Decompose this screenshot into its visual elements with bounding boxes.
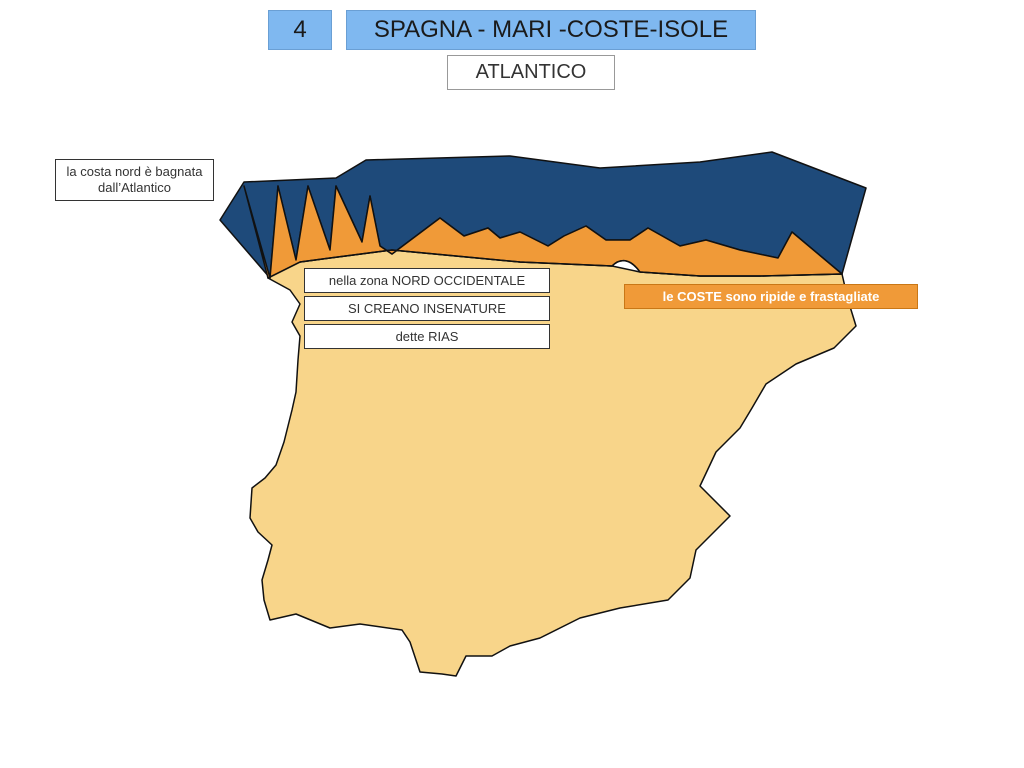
slide-title: SPAGNA - MARI -COSTE-ISOLE xyxy=(346,10,756,50)
inlets-label: SI CREANO INSENATURE xyxy=(304,296,550,321)
spain-land-shape xyxy=(249,249,857,677)
rias-outline xyxy=(267,249,843,279)
north-coast-note: la costa nord è bagnata dall’Atlantico xyxy=(55,159,214,201)
slide-number-badge: 4 xyxy=(268,10,332,50)
slide-subtitle: ATLANTICO xyxy=(447,55,615,90)
nw-zone-label: nella zona NORD OCCIDENTALE xyxy=(304,268,550,293)
steep-coasts-label: le COSTE sono ripide e frastagliate xyxy=(624,284,918,309)
rias-label: dette RIAS xyxy=(304,324,550,349)
